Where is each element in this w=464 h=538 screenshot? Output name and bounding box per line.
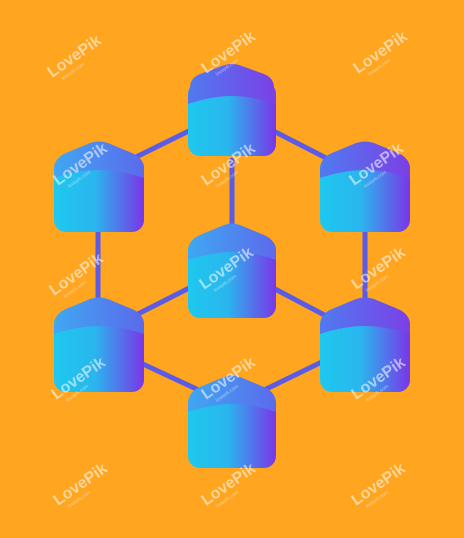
cube-bottom [188, 375, 276, 468]
cube-center [188, 223, 276, 318]
cube-upper-right [320, 141, 410, 232]
cube-lower-left [54, 297, 144, 392]
connector-bottom-right [255, 355, 333, 396]
cube-top [188, 64, 276, 156]
cube-lower-right [320, 297, 410, 392]
cube-upper-left [54, 141, 144, 232]
